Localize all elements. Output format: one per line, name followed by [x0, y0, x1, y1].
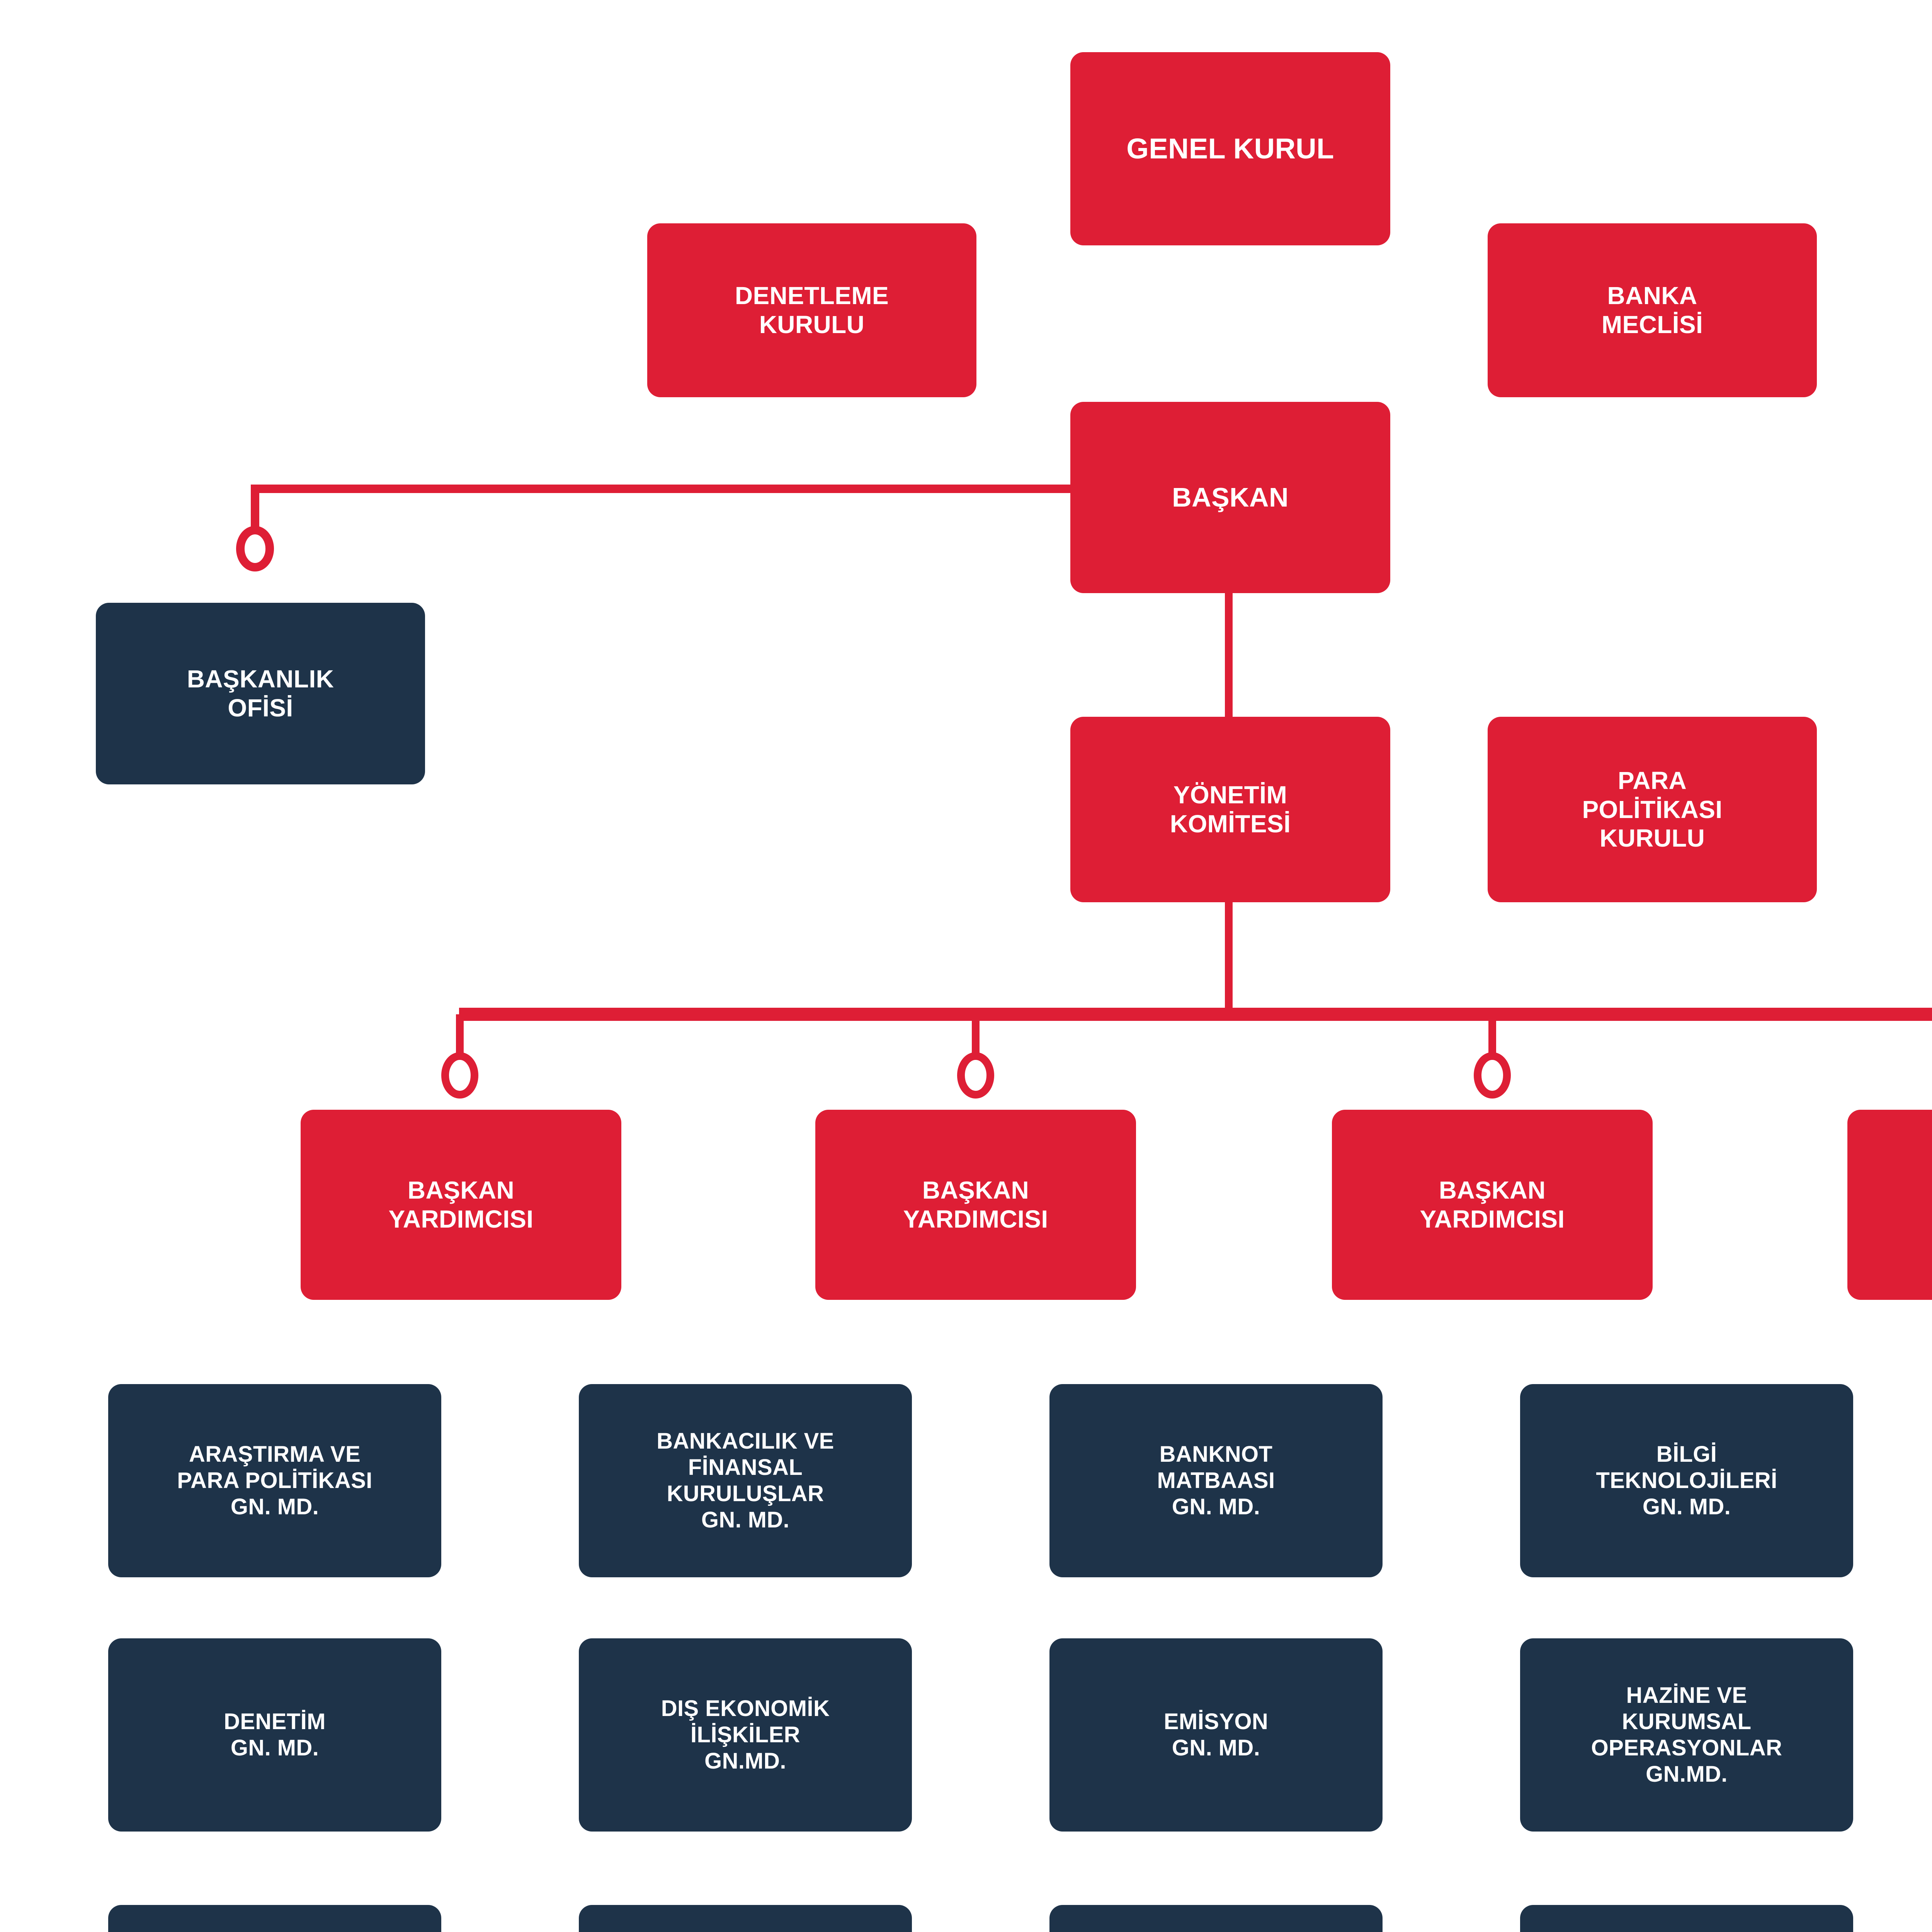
- node-baskan-yardimcisi-4[interactable]: BAŞKAN YARDIMCISI: [1847, 1110, 1932, 1300]
- dept-bankacilik-ve-finansal-kuruluslar[interactable]: BANKACILIK VE FİNANSAL KURULUŞLAR GN. MD…: [579, 1384, 912, 1577]
- dept-emisyon[interactable]: EMİSYON GN. MD.: [1049, 1638, 1383, 1832]
- dept-hazine-ve-kurumsal-operasyonlar[interactable]: HAZİNE VE KURUMSAL OPERASYONLAR GN.MD.: [1520, 1638, 1853, 1832]
- node-baskan[interactable]: BAŞKAN: [1070, 402, 1390, 593]
- terminator-circle-vp-1: [441, 1052, 478, 1099]
- wire-baskan-to-baskanlik-ofisi: [251, 485, 1070, 535]
- dept-denetim[interactable]: DENETİM GN. MD.: [108, 1638, 441, 1832]
- dept-banknot-matbaasi[interactable]: BANKNOT MATBAASI GN. MD.: [1049, 1384, 1383, 1577]
- node-denetleme-kurulu[interactable]: DENETLEME KURULU: [647, 223, 976, 397]
- dept-insan-kaynaklari[interactable]: İNSAN KAYNAKLARI GN. MD.: [579, 1905, 912, 1932]
- node-baskan-yardimcisi-2[interactable]: BAŞKAN YARDIMCISI: [815, 1110, 1136, 1300]
- dept-kurumsal-lojistik-hizmetleri[interactable]: KURUMSAL LOJİSTİK HİZMETLERİ GN. MD.: [1049, 1905, 1383, 1932]
- dept-iletisim[interactable]: İLETİŞİM GN. MD.: [108, 1905, 441, 1932]
- node-baskan-yardimcisi-1[interactable]: BAŞKAN YARDIMCISI: [301, 1110, 621, 1300]
- node-para-politikasi-kurulu[interactable]: PARA POLİTİKASI KURULU: [1488, 717, 1817, 902]
- node-genel-kurul[interactable]: GENEL KURUL: [1070, 52, 1390, 245]
- dept-dis-ekonomik-iliskiler[interactable]: DIŞ EKONOMİK İLİŞKİLER GN.MD.: [579, 1638, 912, 1832]
- node-baskan-yardimcisi-3[interactable]: BAŞKAN YARDIMCISI: [1332, 1110, 1653, 1300]
- node-yonetim-komitesi[interactable]: YÖNETİM KOMİTESİ: [1070, 717, 1390, 902]
- node-banka-meclisi[interactable]: BANKA MECLİSİ: [1488, 223, 1817, 397]
- terminator-circle-vp-2: [957, 1052, 994, 1099]
- dept-arastirma-ve-para-politikasi[interactable]: ARAŞTIRMA VE PARA POLİTİKASI GN. MD.: [108, 1384, 441, 1577]
- terminator-circle-baskanlik-ofisi: [236, 526, 274, 571]
- dept-odeme-sistemleri-ve-finansal-teknolojiler[interactable]: ÖDEME SİSTEMLERİ VE FİNANSAL TEKNOLOJİLE…: [1520, 1905, 1853, 1932]
- dept-bilgi-teknolojileri[interactable]: BİLGİ TEKNOLOJİLERİ GN. MD.: [1520, 1384, 1853, 1577]
- terminator-circle-vp-3: [1474, 1052, 1511, 1099]
- node-baskanlik-ofisi[interactable]: BAŞKANLIK OFİSİ: [96, 603, 425, 784]
